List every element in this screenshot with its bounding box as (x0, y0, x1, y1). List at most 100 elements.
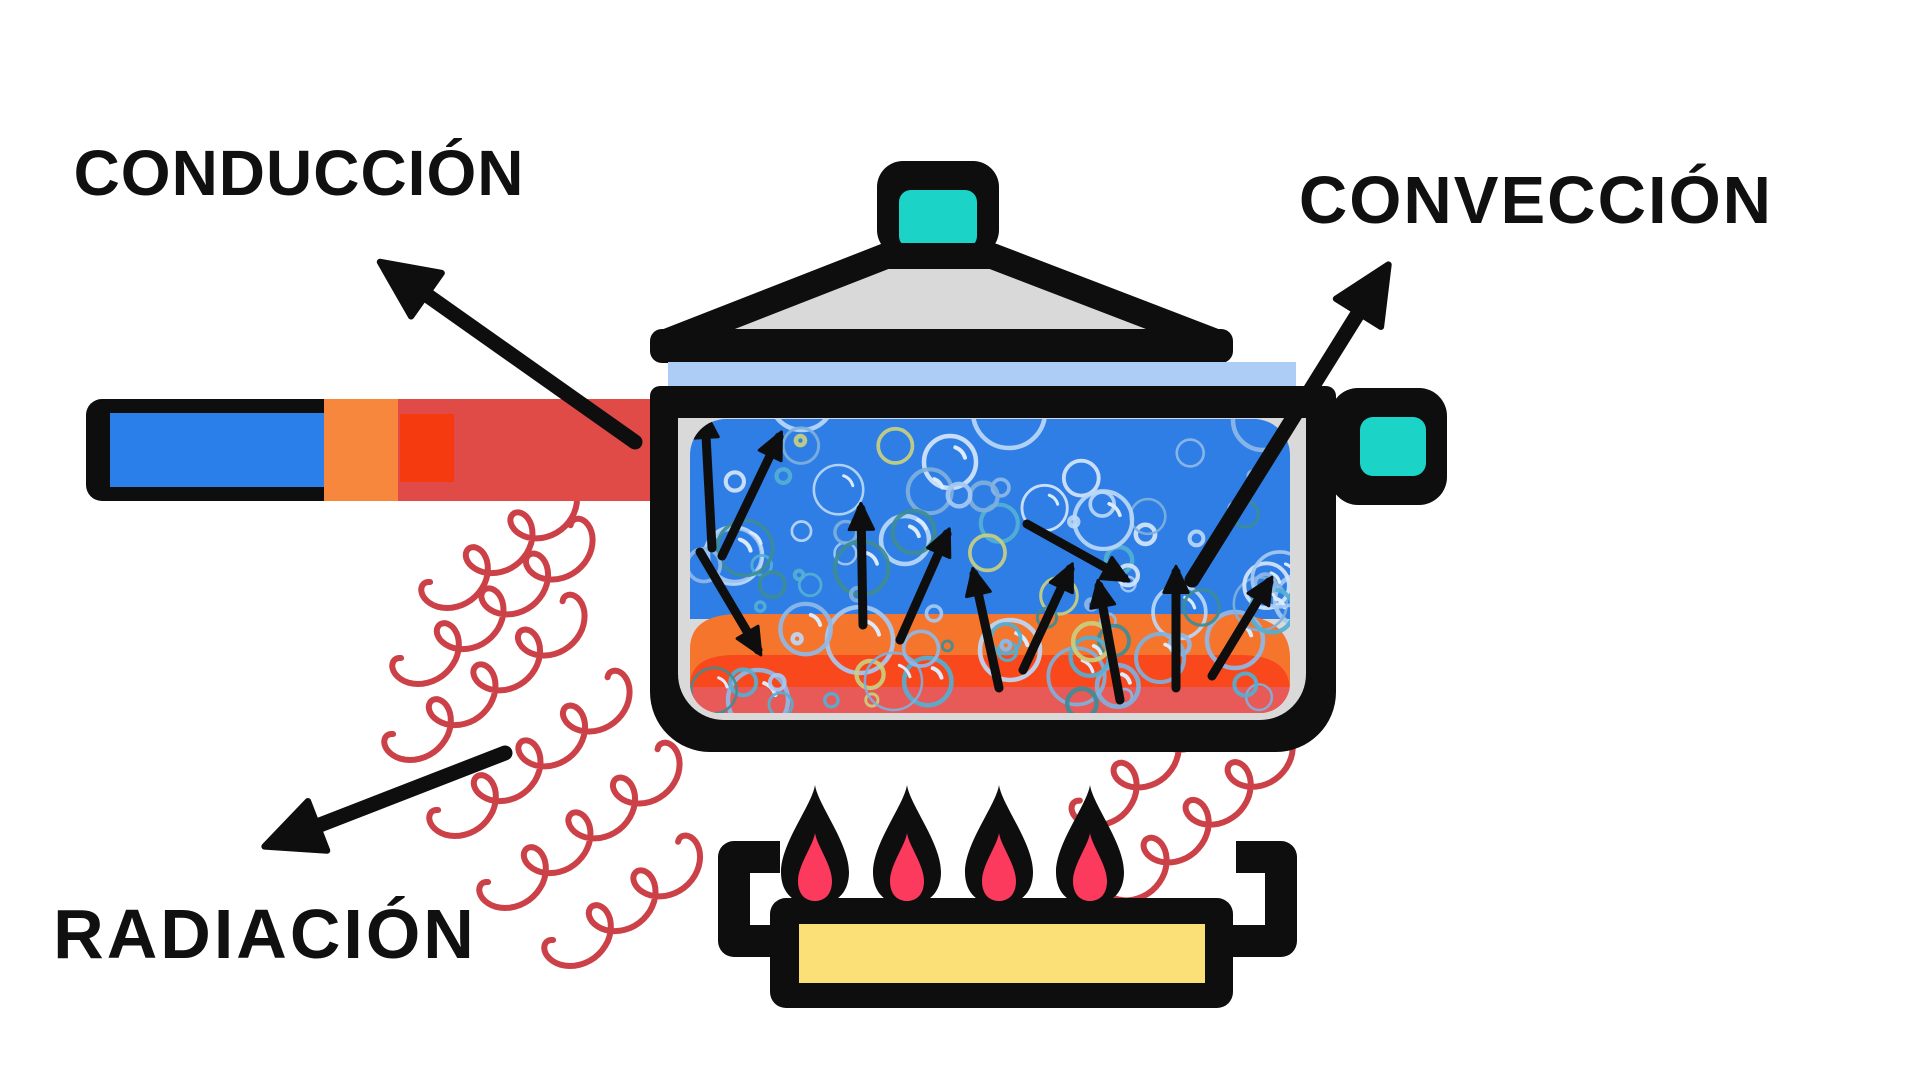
bubble (767, 673, 787, 692)
radiation-wave (389, 515, 596, 688)
bubble-shine (1257, 595, 1287, 626)
bubble-shine (843, 550, 880, 586)
flame-icon (781, 785, 849, 905)
bubble-shine (788, 612, 823, 647)
bubble (1230, 419, 1290, 453)
bubble-shine (911, 665, 945, 698)
burner-base (799, 924, 1205, 983)
bubble (723, 470, 747, 493)
pot-side-handle (1330, 388, 1447, 505)
bubble (778, 601, 833, 657)
bubble (970, 419, 1048, 451)
conduction-label: CONDUCCIÓN (73, 137, 525, 209)
bubble (690, 546, 723, 584)
bubble-shine (1057, 657, 1096, 695)
side-handle-grip (1360, 417, 1426, 476)
bubble-shine (738, 680, 778, 713)
bubble (757, 570, 787, 600)
flame-icon (873, 785, 941, 905)
bubble-shine (822, 473, 855, 506)
convection-label: CONVECCIÓN (1298, 163, 1774, 238)
radiation-wave (476, 739, 683, 912)
bubble (1134, 631, 1187, 685)
bubble-shine (1029, 492, 1060, 524)
bubble (901, 655, 954, 708)
lid-knob (877, 161, 999, 256)
bubble (797, 572, 823, 598)
burner-stand-left (718, 841, 802, 957)
bubble-shine (1162, 594, 1197, 630)
bubble (864, 692, 880, 708)
burner (718, 785, 1297, 1008)
bubble (725, 667, 791, 713)
bubble (945, 481, 973, 509)
bubble-shine (874, 662, 913, 701)
bubble (728, 667, 759, 698)
bubble-shine (1385, 543, 1419, 577)
bubble (1064, 686, 1099, 713)
handle-warm-segment (324, 399, 398, 501)
bubble (901, 629, 941, 668)
radiation-wave (381, 591, 588, 764)
bubble-shine (1261, 561, 1290, 598)
bubble (767, 691, 794, 713)
burner-stand-right (1213, 841, 1297, 957)
bubble (833, 519, 859, 545)
bubble (854, 658, 886, 691)
bubble (940, 639, 954, 653)
knob-grip (899, 190, 977, 248)
bubble (790, 632, 804, 646)
bubble (790, 520, 813, 543)
bubble (1242, 561, 1290, 610)
bubble (715, 518, 775, 578)
pot (650, 386, 1419, 752)
bubble-shine (899, 517, 929, 547)
convection-arrow (1184, 261, 1392, 588)
water (690, 419, 1419, 713)
radiation-waves-left (381, 474, 704, 970)
bubble-shine (1084, 500, 1123, 540)
bubble (1232, 671, 1259, 698)
bubble (999, 638, 1013, 652)
bubble (876, 426, 915, 465)
bubble (905, 467, 954, 516)
bubble (1061, 458, 1101, 498)
bubble-shine (1103, 671, 1133, 701)
bubble (924, 604, 944, 623)
bubble-shine (714, 536, 753, 575)
convection-current-arrows (692, 419, 1274, 705)
bubble (1072, 489, 1135, 552)
bubble (1175, 438, 1205, 468)
bubble-shine (727, 529, 764, 566)
bubble (774, 467, 793, 485)
bubble-shine (698, 675, 730, 706)
bubble (767, 419, 837, 433)
lid-edge (650, 329, 1233, 363)
bubble (1182, 588, 1221, 627)
bubble (1133, 522, 1158, 547)
radiation-wave (1098, 721, 1296, 904)
bubble (823, 691, 840, 709)
bubble-shine (888, 523, 922, 557)
radiation-arrow (261, 745, 513, 854)
bubble (793, 433, 808, 448)
bubble-shine (932, 444, 968, 480)
bubble-shine (990, 630, 1030, 670)
bubble (753, 600, 767, 613)
lid-glass-rim (668, 362, 1296, 388)
conduction-arrow (376, 258, 643, 450)
bubble (781, 426, 821, 465)
label-arrows (261, 258, 1392, 854)
pot-lid (650, 243, 1296, 388)
pot-handle (86, 399, 660, 501)
radiation-wave (426, 667, 633, 840)
bubble-shine (1251, 570, 1282, 601)
bubble (863, 651, 924, 712)
radiation-wave (418, 474, 581, 612)
bubble (690, 666, 738, 713)
bubble (1187, 529, 1206, 548)
bubble (812, 463, 865, 516)
bubble-shine (1143, 641, 1177, 675)
